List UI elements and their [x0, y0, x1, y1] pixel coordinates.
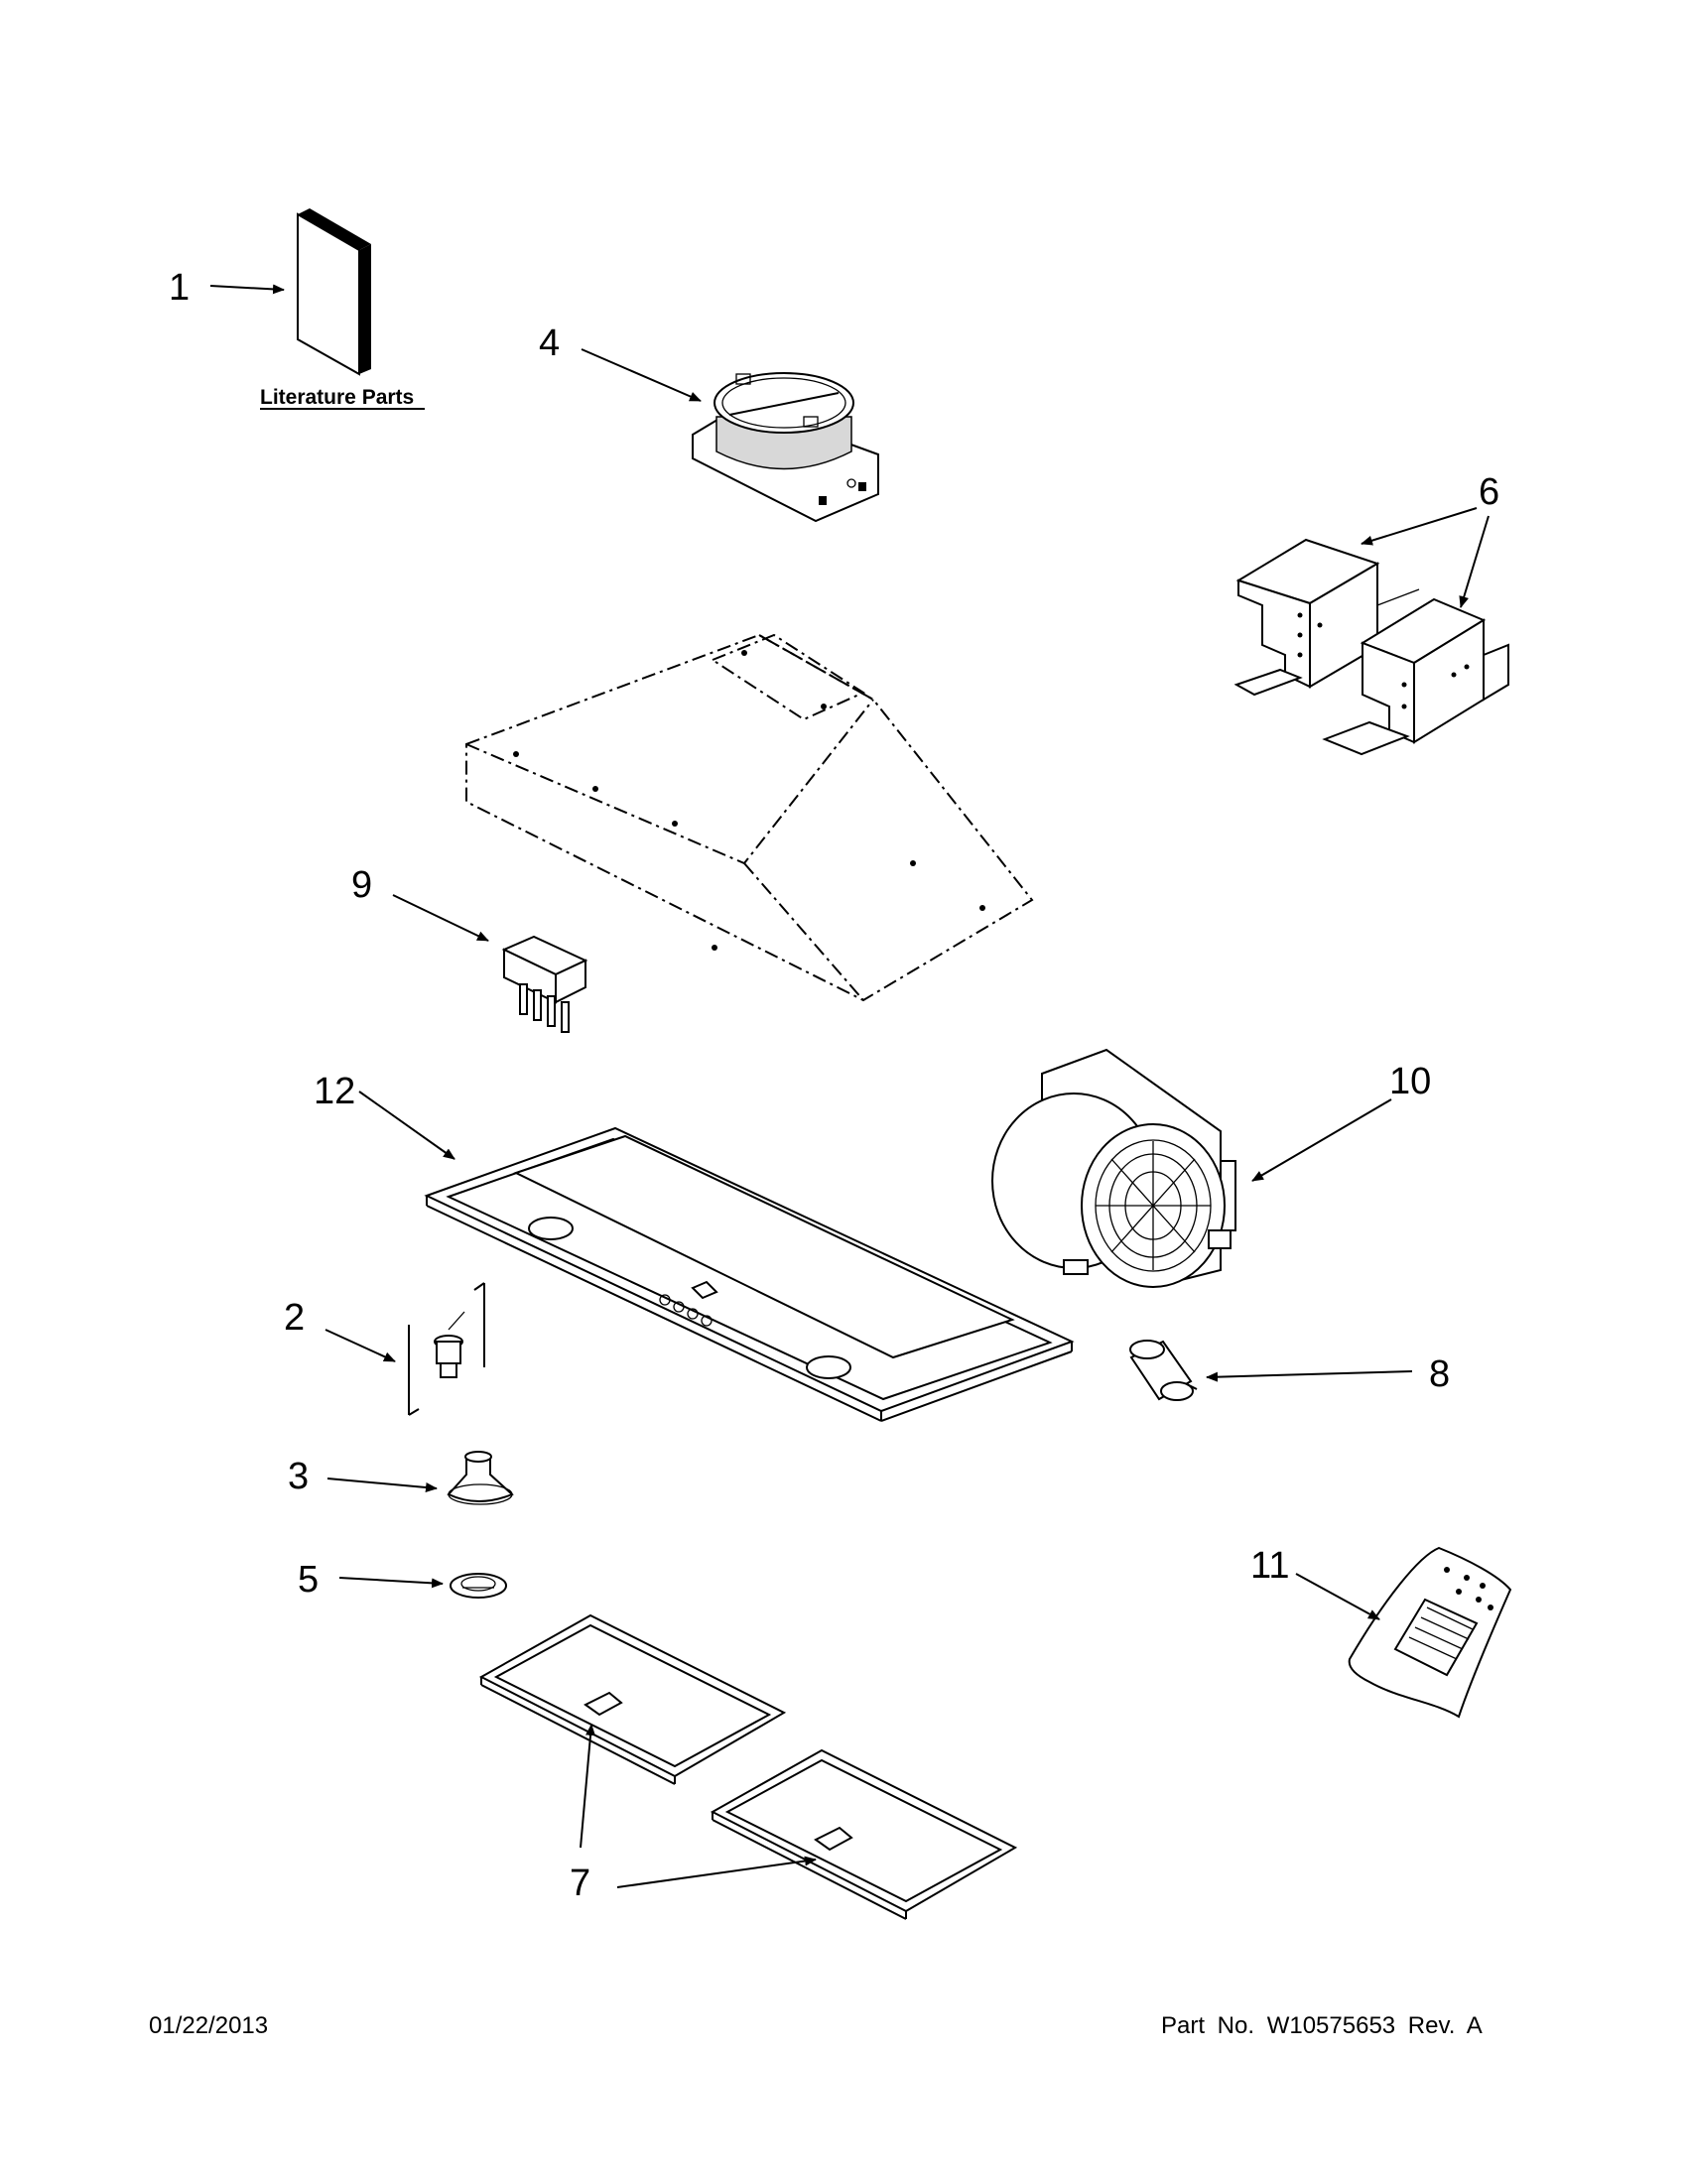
- callout-arrow-7a: [580, 1724, 596, 1849]
- callout-3: 3: [288, 1456, 309, 1497]
- callout-arrow-8: [1206, 1370, 1413, 1382]
- part-6-mounting-brackets: [1233, 538, 1509, 756]
- callout-arrow-6b: [1459, 515, 1490, 608]
- part-11-parts-bag: [1348, 1546, 1512, 1719]
- callout-12: 12: [314, 1071, 355, 1112]
- literature-parts-label[interactable]: Literature Parts: [260, 386, 414, 409]
- footer-part-number: Part No. W10575653 Rev. A: [1161, 2012, 1483, 2039]
- callout-5: 5: [298, 1559, 319, 1601]
- callout-arrow-5: [338, 1577, 444, 1589]
- callout-1: 1: [169, 267, 190, 309]
- callout-7: 7: [570, 1863, 590, 1904]
- callout-arrow-2: [324, 1329, 396, 1362]
- callout-arrow-12: [358, 1091, 455, 1160]
- part-5-lens: [450, 1573, 507, 1599]
- callout-11: 11: [1250, 1545, 1289, 1587]
- callout-4: 4: [539, 322, 560, 364]
- callout-arrow-10: [1251, 1098, 1392, 1182]
- callout-2: 2: [284, 1297, 305, 1339]
- part-9-switch: [501, 935, 588, 1033]
- part-3-lamp-bulb: [447, 1451, 514, 1505]
- part-8-capacitor: [1129, 1340, 1198, 1401]
- footer-date: 01/22/2013: [149, 2012, 269, 2039]
- callout-arrow-1: [209, 284, 285, 295]
- callout-8: 8: [1429, 1353, 1450, 1395]
- callout-9: 9: [351, 864, 372, 906]
- callout-arrow-7b: [616, 1856, 817, 1888]
- part-10-blower: [991, 1048, 1236, 1288]
- callout-10: 10: [1389, 1061, 1431, 1102]
- callout-6: 6: [1479, 471, 1499, 513]
- callout-arrow-4: [581, 348, 702, 402]
- hood-body-outline: [465, 633, 1034, 1002]
- callout-arrow-9: [392, 894, 489, 942]
- callout-arrow-3: [326, 1477, 438, 1492]
- callout-arrow-11: [1295, 1573, 1380, 1620]
- part-7-grease-filters: [478, 1613, 1018, 1920]
- callout-arrow-6a: [1361, 507, 1478, 546]
- part-2-lamp-socket: [408, 1282, 485, 1416]
- part-1-literature-booklet: [297, 208, 371, 376]
- part-12-bottom-panel: [424, 1126, 1075, 1422]
- part-4-damper: [692, 372, 879, 523]
